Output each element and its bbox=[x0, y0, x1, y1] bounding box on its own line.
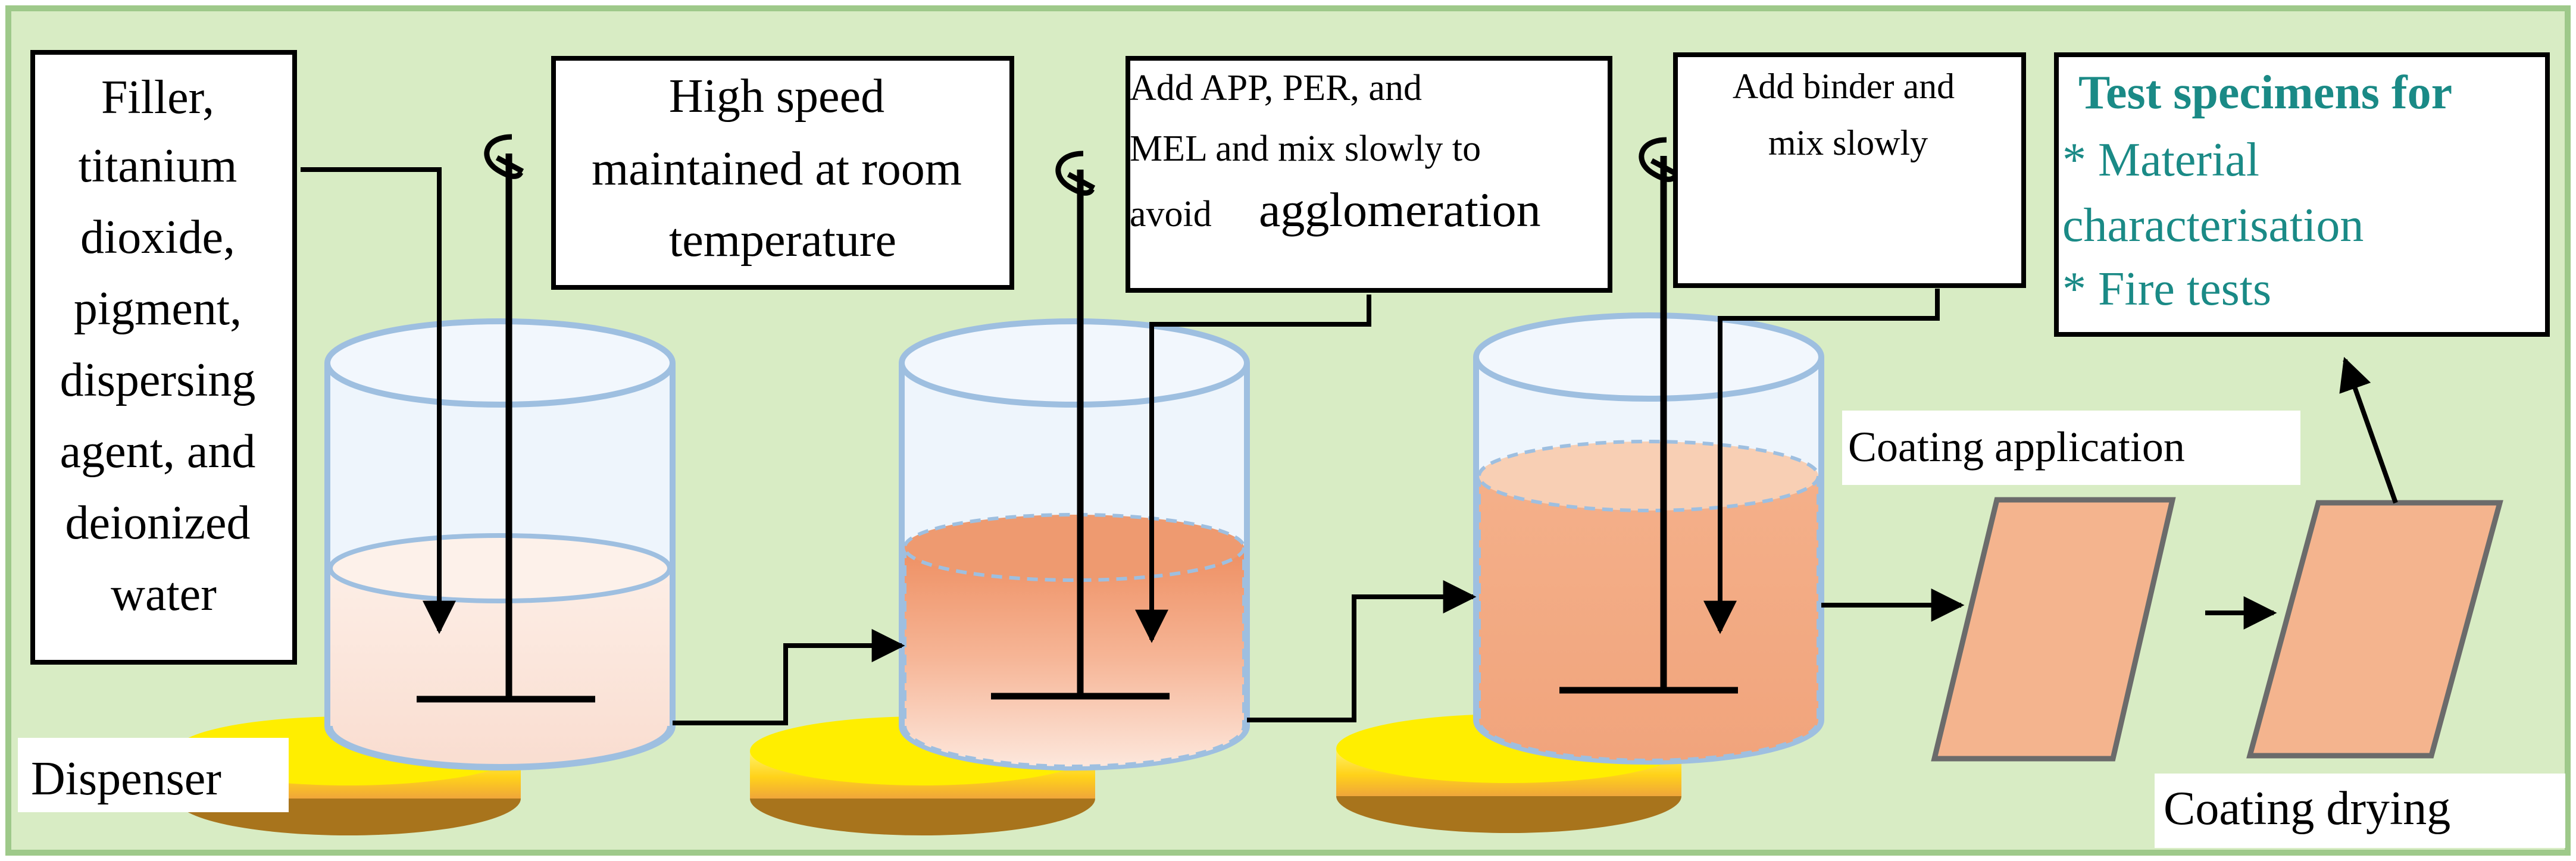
coating-drying-label-group: Coating drying bbox=[2155, 774, 2565, 848]
arrow-binder-box-to-beaker-3 bbox=[1703, 289, 1940, 634]
connector-arrows bbox=[301, 167, 2398, 725]
stirrer-1 bbox=[417, 134, 595, 703]
add-binder-box: Add binder and mix slowly bbox=[1673, 52, 2026, 288]
coating-panel-application bbox=[1931, 497, 2176, 762]
ingredients-line: pigment, bbox=[74, 283, 242, 335]
beaker-1-liquid bbox=[330, 568, 670, 766]
coating-application-label-group: Coating application bbox=[1842, 411, 2300, 485]
stirrer-hook-icon bbox=[1055, 151, 1096, 196]
add-app-box: Add APP, PER, and MEL and mix slowly to … bbox=[1126, 56, 1612, 293]
test-specimens-item: characterisation bbox=[2062, 199, 2364, 252]
svg-text:High speed maintained at: High speed maintained at room temperatur… bbox=[592, 70, 974, 267]
ingredients-line: Filler, bbox=[101, 71, 214, 124]
svg-text:Add APP, PER, and MEL an: Add APP, PER, and MEL and mix slowly to bbox=[1130, 68, 1481, 169]
test-specimens-item: * Material bbox=[2062, 134, 2259, 186]
add-app-emphasis: agglomeration bbox=[1259, 183, 1541, 237]
add-app-line: MEL and mix slowly to bbox=[1130, 129, 1481, 169]
coating-drying-label: Coating drying bbox=[2164, 782, 2450, 835]
arrow-drying-to-test bbox=[2339, 356, 2398, 504]
ingredients-line: dispersing bbox=[60, 354, 256, 406]
dispenser-label-group: Dispenser bbox=[18, 738, 289, 812]
hot-plate-3 bbox=[1336, 714, 1681, 833]
stirrer-hook-icon bbox=[1639, 137, 1679, 182]
ingredients-line: water bbox=[111, 568, 217, 621]
coating-panel-drying bbox=[2246, 500, 2503, 759]
arrow-beaker-1-to-beaker-2 bbox=[673, 629, 905, 725]
svg-text:Filler, titanium d: Filler, titanium dioxide, pigment, dispe… bbox=[60, 71, 268, 621]
high-speed-line: maintained at room bbox=[592, 143, 962, 195]
arrow-app-box-to-beaker-2 bbox=[1135, 295, 1371, 643]
stirrer-2 bbox=[991, 151, 1170, 700]
svg-text:Add binder and mix slowl: Add binder and mix slowly bbox=[1733, 67, 1964, 162]
add-app-line: Add APP, PER, and bbox=[1130, 68, 1422, 108]
add-app-line: avoid bbox=[1130, 194, 1212, 234]
test-specimens-heading: Test specimens for bbox=[2078, 67, 2452, 119]
test-specimens-box: Test specimens for * Material characteri… bbox=[2054, 52, 2550, 337]
svg-text:* Material characterisat: * Material characterisation * Fire tests bbox=[2062, 134, 2375, 315]
high-speed-box: High speed maintained at room temperatur… bbox=[551, 56, 1014, 290]
arrow-beaker-2-to-beaker-3 bbox=[1247, 580, 1477, 722]
ingredients-line: dioxide, bbox=[80, 211, 235, 264]
ingredients-line: agent, and bbox=[60, 425, 256, 478]
beaker-3-liquid bbox=[1477, 474, 1820, 762]
add-binder-line: Add binder and bbox=[1733, 67, 1955, 106]
ingredients-box: Filler, titanium dioxide, pigment, dispe… bbox=[30, 50, 297, 665]
add-binder-line: mix slowly bbox=[1768, 123, 1928, 162]
ingredients-line: titanium bbox=[79, 140, 237, 192]
beaker-2 bbox=[899, 318, 1250, 771]
dispenser-label: Dispenser bbox=[31, 753, 221, 805]
stirrer-hook-icon bbox=[484, 134, 524, 179]
beaker-3 bbox=[1473, 312, 1824, 765]
stirrer-3 bbox=[1559, 137, 1738, 694]
high-speed-line: High speed bbox=[669, 70, 884, 123]
coating-application-label: Coating application bbox=[1848, 423, 2185, 471]
test-specimens-item: * Fire tests bbox=[2062, 263, 2271, 315]
arrow-ingredients-to-beaker-1 bbox=[301, 167, 456, 634]
high-speed-line: temperature bbox=[669, 214, 896, 267]
ingredients-line: deionized bbox=[65, 497, 251, 549]
beaker-1 bbox=[324, 318, 676, 771]
beaker-2-liquid bbox=[903, 546, 1246, 768]
